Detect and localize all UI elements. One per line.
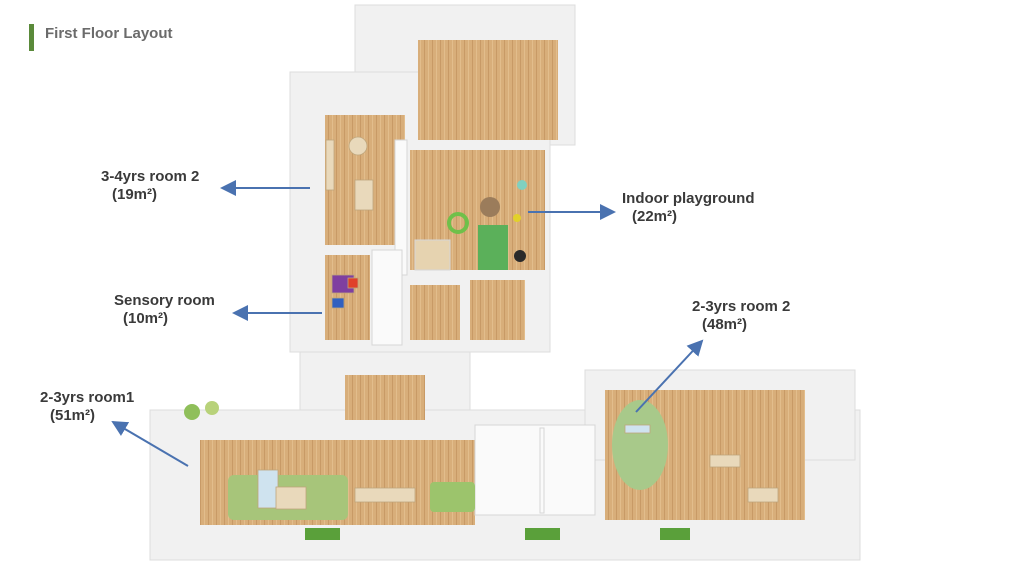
room-label-3-4yrs-room-2: 3-4yrs room 2 (19m²): [101, 168, 199, 204]
room-label-2-3yrs-room1: 2-3yrs room1 (51m²): [40, 389, 134, 425]
top-room-floor: [418, 40, 558, 140]
room-name: Sensory room: [114, 292, 215, 309]
room-label-indoor-playground: Indoor playground (22m²): [622, 190, 755, 226]
small-room-b-floor: [470, 280, 525, 340]
playground-props: [447, 180, 527, 262]
arrows: [111, 180, 704, 467]
sensory-room-floor: [325, 255, 370, 340]
inner-walls: [371, 139, 596, 516]
small-room-a-floor: [410, 285, 460, 340]
room-area: (19m²): [112, 186, 158, 203]
room-area: (22m²): [632, 208, 678, 225]
room-area: (10m²): [123, 310, 169, 327]
title-accent-bar: [29, 24, 34, 51]
room-2-3yrs-2-annex-floor: [700, 395, 800, 435]
room-label-sensory-room: Sensory room (10m²): [114, 292, 215, 328]
room-label-2-3yrs-room-2: 2-3yrs room 2 (48m²): [692, 298, 790, 334]
furniture: [257, 136, 779, 510]
arrow-2-3yrs-room1: [111, 420, 189, 467]
arrow-2-3yrs-room-2: [635, 339, 704, 413]
room-name: Indoor playground: [622, 190, 755, 207]
middle-room-floor: [345, 375, 425, 420]
room-name: 2-3yrs room1: [40, 389, 135, 406]
room-area: (51m²): [50, 407, 96, 424]
room-name: 3-4yrs room 2: [101, 168, 200, 185]
page-title: First Floor Layout: [45, 25, 173, 42]
room-name: 2-3yrs room 2: [692, 298, 791, 315]
room-area: (48m²): [702, 316, 748, 333]
